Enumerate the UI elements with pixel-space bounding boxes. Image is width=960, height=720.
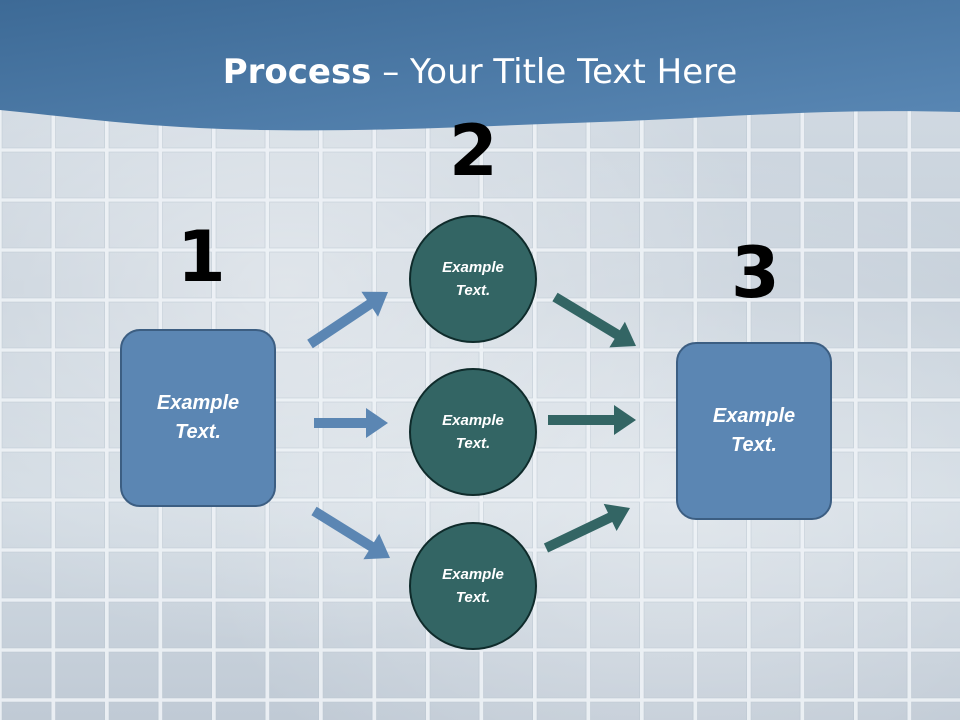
step-3-text: Example Text.	[712, 405, 796, 456]
step-number-1: 1	[177, 216, 226, 298]
title-bold: Process	[222, 52, 372, 92]
circle-bottom-text: Example Text.	[442, 566, 504, 606]
circle-middle-text: Example Text.	[442, 412, 504, 452]
step-2-circle-middle: Example Text.	[409, 368, 537, 496]
step-3-box: Example Text.	[676, 342, 832, 520]
step-1-text: Example Text.	[156, 392, 240, 443]
step-number-2: 2	[449, 110, 498, 192]
step-2-circle-bottom: Example Text.	[409, 522, 537, 650]
step-2-circle-top: Example Text.	[409, 215, 537, 343]
circle-top-text: Example Text.	[442, 259, 504, 299]
slide-title: Process – Your Title Text Here	[0, 52, 960, 92]
title-rest: – Your Title Text Here	[371, 52, 738, 92]
step-1-box: Example Text.	[120, 329, 276, 507]
step-number-3: 3	[731, 232, 780, 314]
